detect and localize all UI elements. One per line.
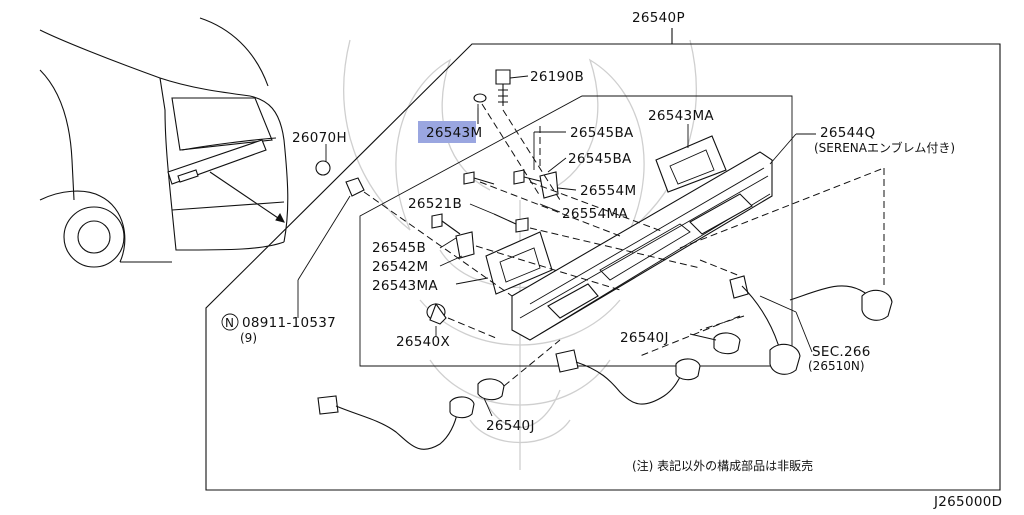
- label-26542M[interactable]: 26542M: [372, 259, 428, 275]
- lamp-bulb-right: [713, 332, 741, 355]
- non-sale-note: (注) 表記以外の構成部品は非販売: [632, 458, 813, 473]
- label-08911-qty: (9): [240, 331, 257, 345]
- label-26521B[interactable]: 26521B: [408, 196, 462, 212]
- label-26540J-right[interactable]: 26540J: [620, 330, 669, 346]
- label-26545B[interactable]: 26545B: [372, 240, 426, 256]
- lamp-bulb-left: [477, 378, 505, 401]
- vehicle-illustration: [39, 17, 289, 268]
- label-26544Q-note: (SERENAエンブレム付き): [814, 140, 955, 155]
- label-26545BA-1[interactable]: 26545BA: [570, 125, 634, 141]
- highlight-26543M: [418, 121, 476, 143]
- harness-lower-right: [555, 349, 701, 405]
- label-26543M[interactable]: 26543M: [426, 125, 482, 141]
- harness-right-emblem: [729, 275, 893, 375]
- label-26540P[interactable]: 26540P: [632, 10, 685, 26]
- n-symbol-circle: [221, 313, 239, 331]
- outer-frame: [205, 28, 1001, 491]
- label-26554M[interactable]: 26554M: [580, 183, 636, 199]
- gasket-left: [485, 231, 553, 295]
- fasteners: [315, 69, 559, 325]
- diagram-code: J265000D: [933, 494, 1002, 510]
- label-sec266[interactable]: SEC.266: [812, 344, 871, 360]
- harness-lower-left: [317, 395, 475, 450]
- gasket-top: [655, 135, 727, 193]
- license-garnish: [511, 151, 773, 341]
- label-26544Q[interactable]: 26544Q: [820, 125, 875, 141]
- label-26554MA[interactable]: 26554MA: [562, 206, 628, 222]
- label-26190B[interactable]: 26190B: [530, 69, 584, 85]
- label-26543MA-top[interactable]: 26543MA: [648, 108, 714, 124]
- label-26545BA-2[interactable]: 26545BA: [568, 151, 632, 167]
- n-symbol: N: [225, 316, 234, 330]
- label-08911-10537[interactable]: 08911-10537: [242, 315, 336, 331]
- label-26540X[interactable]: 26540X: [396, 334, 450, 350]
- label-26070H[interactable]: 26070H: [292, 130, 347, 146]
- label-26543MA-left[interactable]: 26543MA: [372, 278, 438, 294]
- leader-lines: [297, 75, 816, 417]
- dashed-assembly-lines: [363, 103, 885, 387]
- label-26540J-bottom[interactable]: 26540J: [486, 418, 535, 434]
- inner-frame: [359, 95, 793, 367]
- part-labels: 26540P 26190B 26543M 26545BA 26543MA 265…: [221, 10, 1002, 510]
- label-sec266-sub: (26510N): [808, 359, 865, 373]
